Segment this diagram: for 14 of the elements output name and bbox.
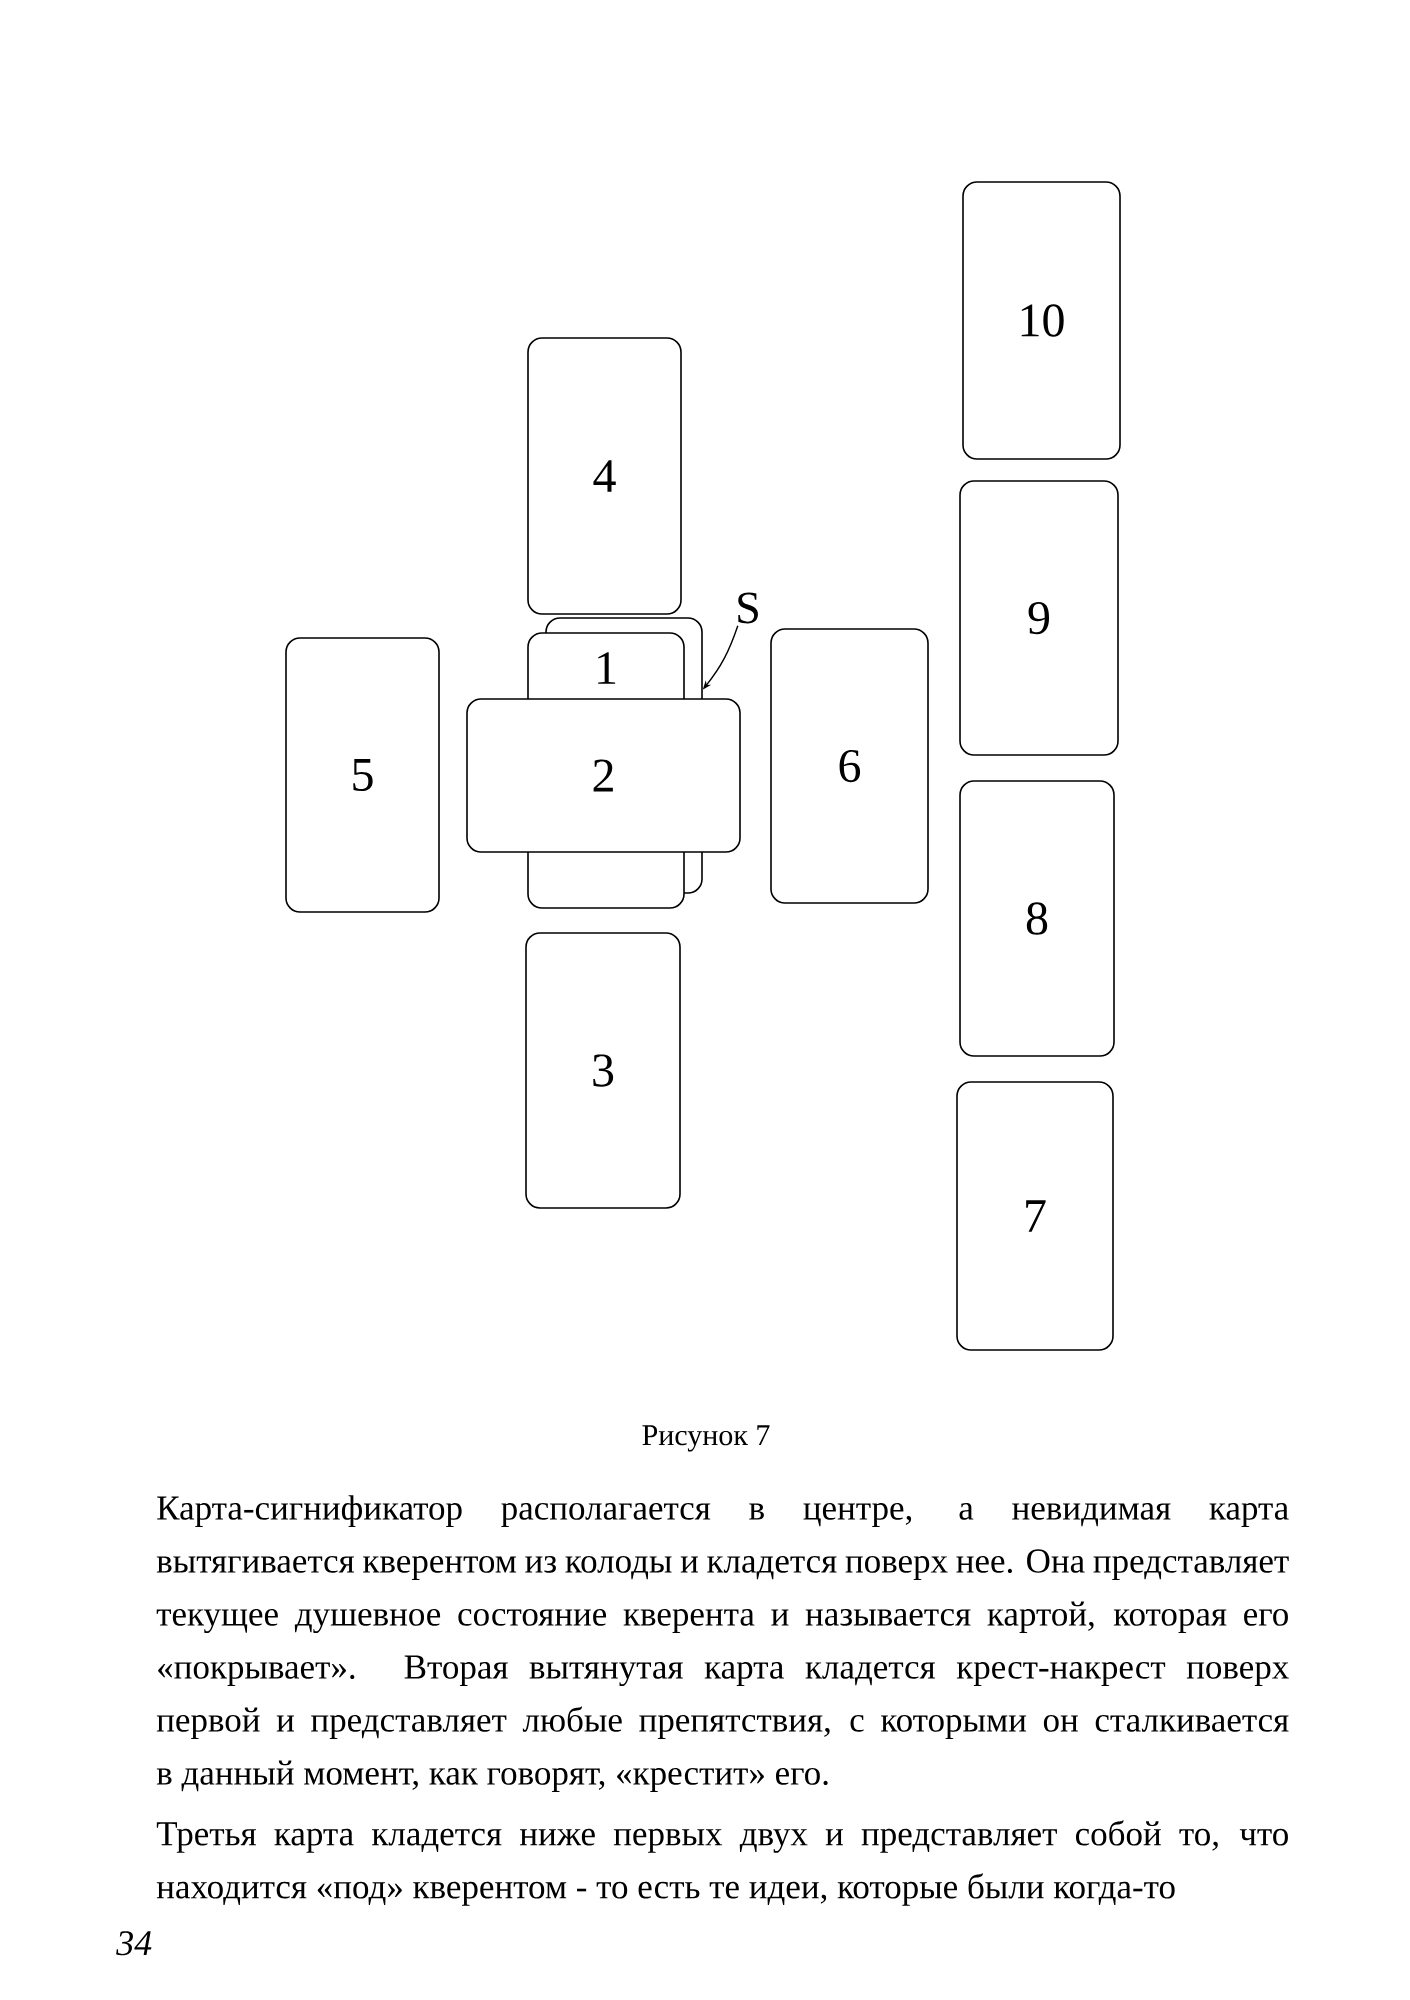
card: 9 — [959, 480, 1119, 756]
card: 8 — [959, 780, 1115, 1057]
card: 5 — [285, 637, 440, 913]
figure-caption: Рисунок 7 — [642, 1425, 770, 1452]
paragraph: Карта-сигнификатор располагается в центре, а невидимая карта вытягивается кверентом из колоды и кладется поверх нее. Она представляет текущее душевное состояние кверента и называется картой, которая его «покрывает». Вторая вытянутая карта кладется крест-накрест поверх первой и представляет любые препятствия, с которыми он сталкивается в данный момент, как говорят, «крестит» его. — [156, 1495, 1289, 1792]
page-number: 34 — [116, 1931, 152, 1956]
paragraph: Третья карта кладется ниже первых двух и представляет собой то, что находится «под» кверентом - то есть те идеи, которые были когда-то — [156, 1820, 1288, 1906]
card: 7 — [956, 1081, 1114, 1351]
card: 6 — [770, 628, 929, 904]
card-label: S — [738, 592, 758, 624]
card: 4 — [527, 337, 682, 615]
card: 10 — [962, 181, 1121, 460]
card: 3 — [525, 932, 681, 1209]
card: 2 — [466, 698, 741, 853]
